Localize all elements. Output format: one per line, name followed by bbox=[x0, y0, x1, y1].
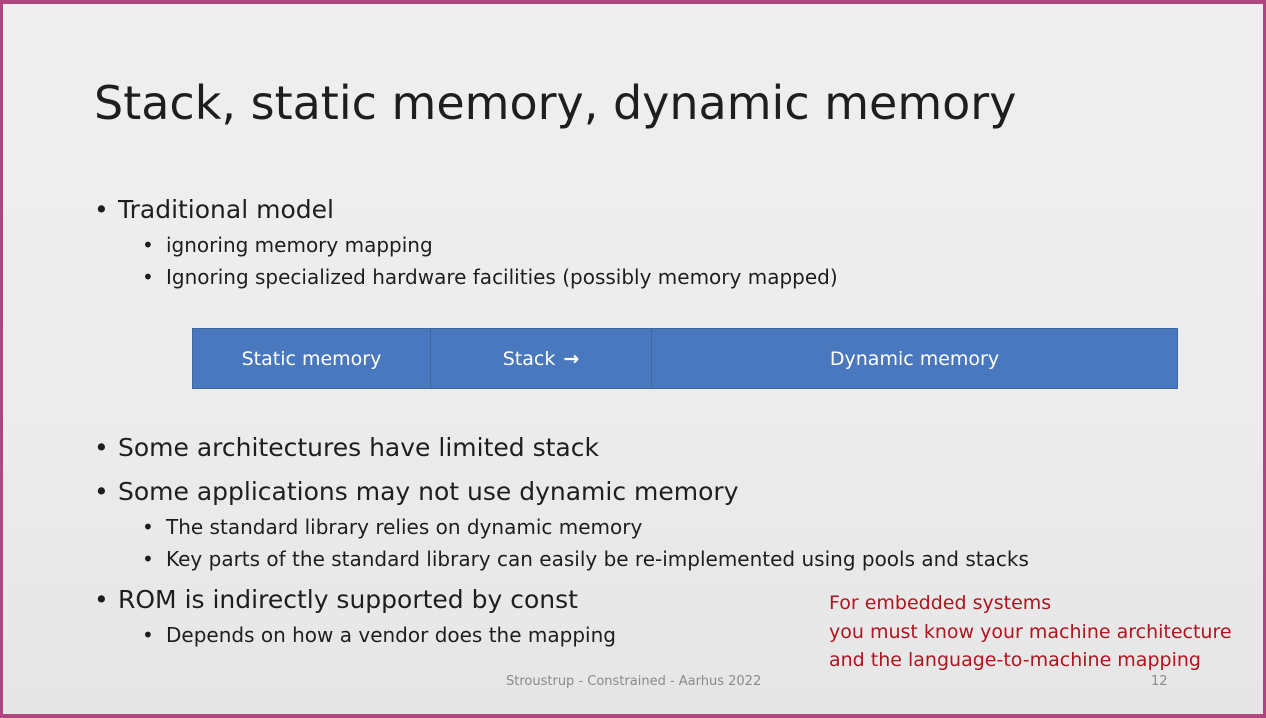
sub-bullet-vendor-mapping: • Depends on how a vendor does the mappi… bbox=[142, 623, 616, 647]
dynamic-memory-label: Dynamic memory bbox=[829, 347, 1000, 370]
sub-bullet-text: Key parts of the standard library can ea… bbox=[166, 547, 1029, 571]
slide-footer: Stroustrup - Constrained - Aarhus 2022 bbox=[506, 674, 762, 689]
slide: Stack, static memory, dynamic memory • T… bbox=[3, 4, 1263, 714]
bullet-limited-stack: • Some architectures have limited stack bbox=[94, 433, 599, 462]
bullet-text: ROM is indirectly supported by const bbox=[118, 585, 578, 614]
sub-bullet-text: The standard library relies on dynamic m… bbox=[166, 515, 643, 539]
slide-title: Stack, static memory, dynamic memory bbox=[94, 76, 1017, 130]
bullet-dot-icon: • bbox=[94, 477, 109, 506]
bullet-dot-icon: • bbox=[142, 623, 154, 647]
sub-bullet-text: ignoring memory mapping bbox=[166, 233, 433, 257]
sub-bullet-memory-mapping: • ignoring memory mapping bbox=[142, 233, 433, 257]
sub-bullet-hardware-facilities: • Ignoring specialized hardware faciliti… bbox=[142, 265, 838, 289]
sub-bullet-reimplement: • Key parts of the standard library can … bbox=[142, 547, 1029, 571]
bullet-rom-const: • ROM is indirectly supported by const bbox=[94, 585, 578, 614]
bullet-dot-icon: • bbox=[142, 515, 154, 539]
bullet-dot-icon: • bbox=[94, 585, 109, 614]
stack-segment: Stack → bbox=[430, 329, 651, 388]
bullet-text: Some applications may not use dynamic me… bbox=[118, 477, 739, 506]
embedded-systems-note: For embedded systems you must know your … bbox=[829, 589, 1232, 675]
note-line: you must know your machine architecture bbox=[829, 620, 1232, 643]
sub-bullet-stdlib-dynamic: • The standard library relies on dynamic… bbox=[142, 515, 643, 539]
dynamic-memory-segment: Dynamic memory bbox=[651, 329, 1177, 388]
bullet-no-dynamic-memory: • Some applications may not use dynamic … bbox=[94, 477, 739, 506]
bullet-dot-icon: • bbox=[94, 433, 109, 462]
bullet-dot-icon: • bbox=[142, 547, 154, 571]
bullet-dot-icon: • bbox=[94, 195, 109, 224]
note-line: and the language-to-machine mapping bbox=[829, 649, 1201, 671]
arrow-right-icon: → bbox=[563, 347, 580, 370]
bullet-traditional-model: • Traditional model bbox=[94, 195, 334, 224]
sub-bullet-text: Depends on how a vendor does the mapping bbox=[166, 623, 616, 647]
sub-bullet-text: Ignoring specialized hardware facilities… bbox=[166, 265, 838, 289]
stack-label: Stack bbox=[502, 347, 556, 370]
bullet-text: Traditional model bbox=[118, 195, 334, 224]
bullet-dot-icon: • bbox=[142, 265, 154, 289]
bullet-dot-icon: • bbox=[142, 233, 154, 257]
memory-layout-bar: Static memory Stack → Dynamic memory bbox=[192, 328, 1178, 389]
note-line: For embedded systems bbox=[829, 592, 1052, 614]
bullet-text: Some architectures have limited stack bbox=[118, 433, 599, 462]
static-memory-label: Static memory bbox=[241, 347, 382, 370]
slide-number: 12 bbox=[1151, 674, 1168, 689]
static-memory-segment: Static memory bbox=[193, 329, 430, 388]
